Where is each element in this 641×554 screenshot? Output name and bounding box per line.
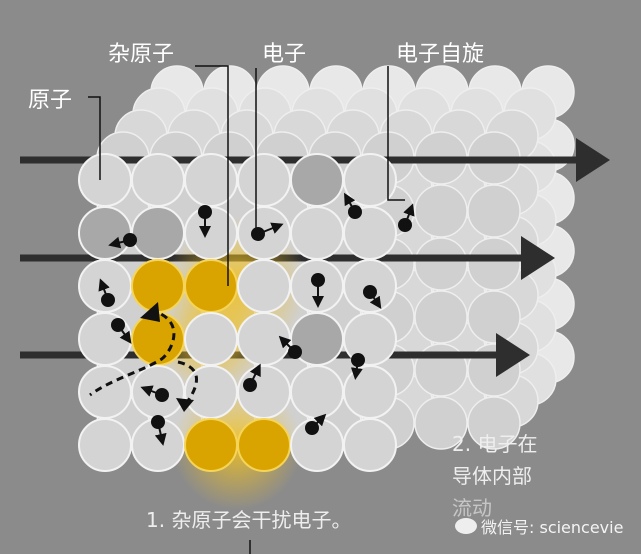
- electron: [151, 415, 165, 429]
- atom: [290, 153, 344, 207]
- electron-path: [89, 308, 176, 397]
- electron: [348, 205, 362, 219]
- path-arrowhead: [140, 302, 160, 322]
- atom: [78, 206, 132, 260]
- leader-impurity: [195, 65, 229, 286]
- electron: [243, 378, 257, 392]
- electron: [123, 233, 137, 247]
- back-atom: [467, 290, 521, 344]
- current-arrow-head: [521, 236, 555, 280]
- electron: [363, 285, 377, 299]
- electron: [111, 318, 125, 332]
- atom: [237, 365, 291, 419]
- atom: [184, 153, 238, 207]
- atom: [290, 206, 344, 260]
- electron: [251, 227, 265, 241]
- label-impurity-atom: 杂原子: [108, 42, 175, 67]
- caption-step2: 2. 电子在 导体内部 流动: [452, 428, 537, 524]
- back-atom: [414, 184, 468, 238]
- atom: [237, 153, 291, 207]
- label-electron-spin: 电子自旋: [396, 42, 485, 67]
- electron: [288, 345, 302, 359]
- electron: [305, 421, 319, 435]
- atom: [343, 365, 397, 419]
- current-arrow-head: [496, 333, 530, 377]
- atom: [78, 365, 132, 419]
- atom: [78, 418, 132, 472]
- back-atom: [414, 396, 468, 450]
- impurity-atom: [184, 418, 238, 472]
- atom: [184, 312, 238, 366]
- impurity-atom: [237, 418, 291, 472]
- label-electron: 电子: [262, 42, 307, 67]
- electron: [351, 353, 365, 367]
- electron: [198, 205, 212, 219]
- current-arrow-head: [576, 138, 610, 182]
- atom: [131, 153, 185, 207]
- electron: [155, 388, 169, 402]
- electron: [398, 218, 412, 232]
- atom: [237, 259, 291, 313]
- watermark: 微信号: sciencevie: [455, 514, 623, 538]
- watermark-text: 微信号: sciencevie: [481, 518, 624, 537]
- caption-step2-line: 流动: [452, 496, 492, 520]
- atom: [78, 153, 132, 207]
- caption-step1: 1. 杂原子会干扰电子。: [146, 508, 352, 532]
- atom: [237, 312, 291, 366]
- leader-spin: [387, 66, 405, 201]
- caption-step2-line: 导体内部: [452, 464, 532, 488]
- leader-atom: [88, 96, 101, 180]
- path-arrowhead: [176, 398, 194, 412]
- back-atom: [467, 184, 521, 238]
- impurity-atom: [184, 259, 238, 313]
- back-atom: [414, 290, 468, 344]
- electron: [311, 273, 325, 287]
- back-atom: [414, 237, 468, 291]
- caption-step2-line: 2. 电子在: [452, 432, 538, 456]
- atom: [131, 206, 185, 260]
- back-atom: [467, 237, 521, 291]
- atom: [343, 418, 397, 472]
- atom: [290, 365, 344, 419]
- electron: [101, 293, 115, 307]
- label-atom: 原子: [28, 88, 73, 113]
- back-atom: [467, 396, 521, 450]
- wechat-icon: [455, 518, 477, 534]
